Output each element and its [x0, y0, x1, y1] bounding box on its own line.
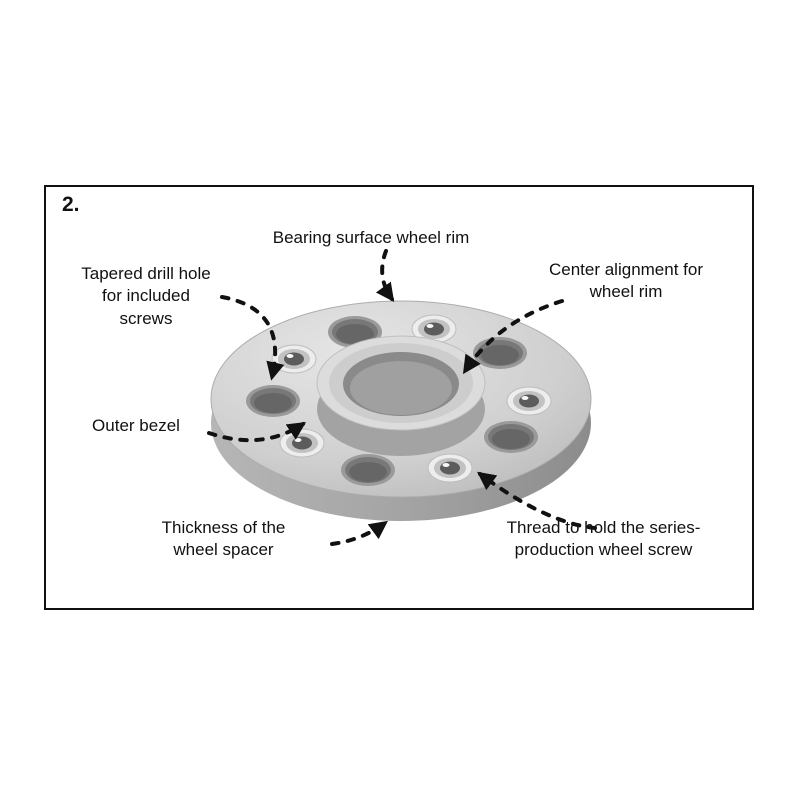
center-hub: [316, 335, 486, 456]
wheel-spacer: [210, 300, 592, 521]
label-center-alignment: Center alignment for wheel rim: [548, 260, 704, 302]
label-outer-bezel: Outer bezel: [92, 416, 180, 435]
drill-holes: [246, 316, 538, 486]
threaded-insert: [271, 344, 317, 374]
threaded-insert: [411, 314, 457, 344]
label-bearing-surface: Bearing surface wheel rim: [272, 228, 470, 247]
label-thickness: Thickness of the wheel spacer: [161, 518, 286, 560]
arrow-thread: [477, 471, 597, 530]
label-thread: Thread to hold the series- production wh…: [506, 518, 701, 560]
threaded-insert: [506, 386, 552, 416]
arrow-outer-bezel: [207, 421, 307, 443]
drill-hole: [246, 385, 300, 417]
figure-frame: 2. Bearing surface wheel rim Tapered dri…: [44, 185, 754, 610]
arrow-tapered-drill-hole: [220, 295, 285, 381]
callout-arrows: [207, 249, 597, 546]
drill-hole: [341, 454, 395, 486]
center-bore: [350, 361, 452, 415]
drill-hole: [484, 421, 538, 453]
arrow-bearing-surface: [375, 249, 395, 302]
figure-number: 2.: [62, 193, 80, 216]
arrow-center-alignment: [462, 299, 564, 375]
wheel-spacer-illustration: [207, 249, 597, 546]
arrow-thickness: [330, 520, 388, 546]
threaded-insert: [427, 453, 473, 483]
label-tapered-drill-hole: Tapered drill hole for included screws: [81, 264, 211, 328]
